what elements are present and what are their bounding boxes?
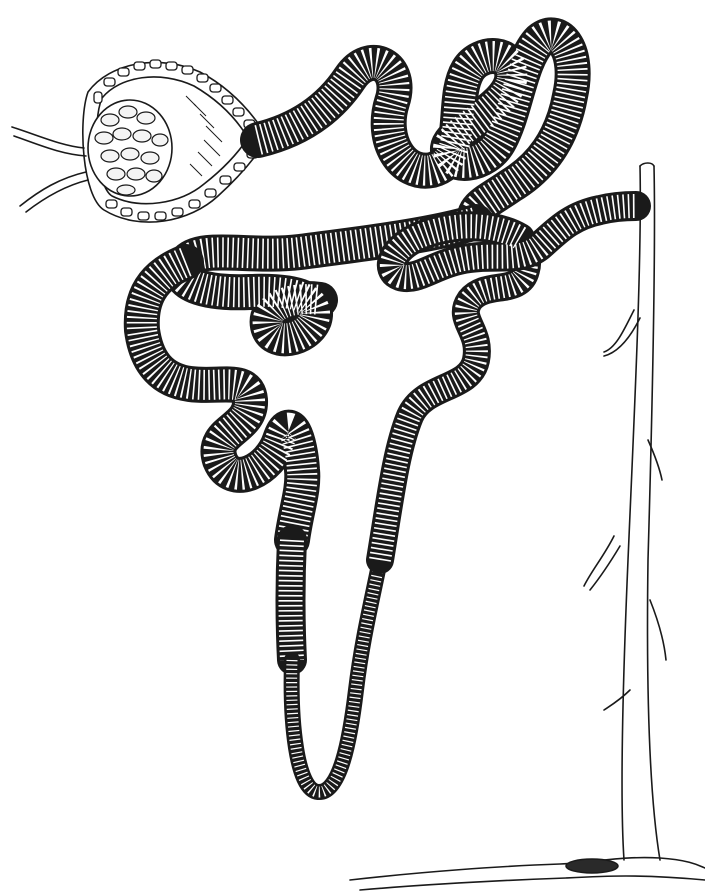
- capsule-space-hatching: [186, 96, 222, 176]
- glomerulus: [88, 100, 172, 196]
- arterioles: [12, 127, 88, 212]
- papillary-duct-opening: [566, 859, 618, 873]
- afferent-arteriole: [12, 127, 86, 156]
- efferent-arteriole: [20, 172, 88, 212]
